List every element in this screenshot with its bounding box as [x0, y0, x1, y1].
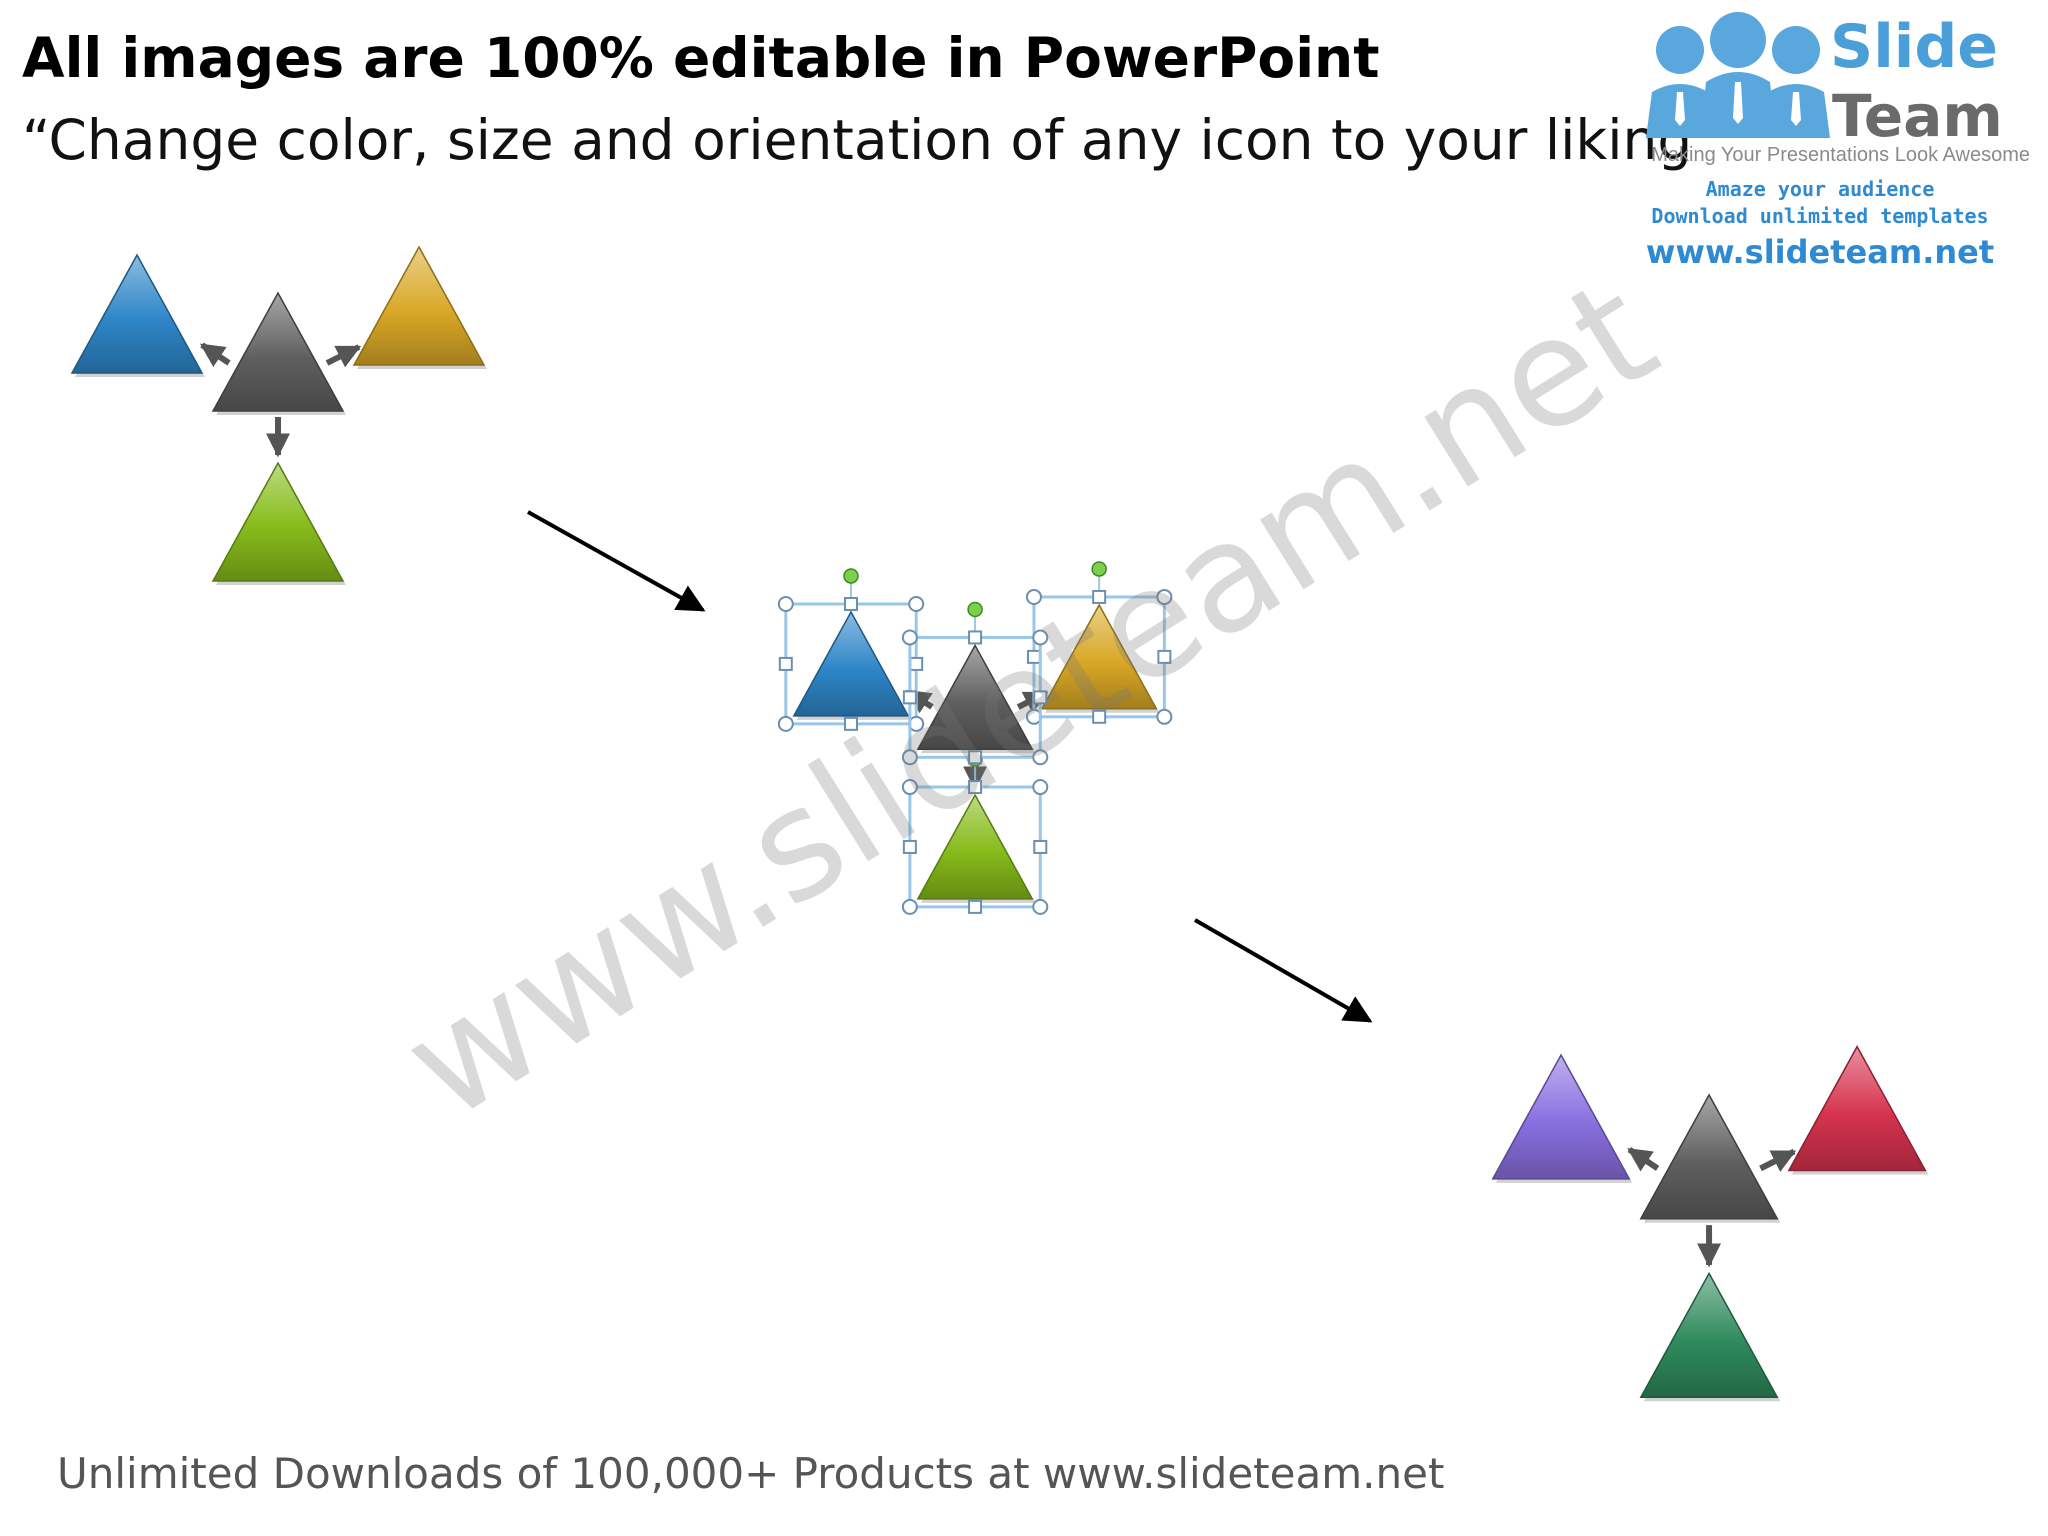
triangle-icon[interactable]: [352, 245, 487, 369]
selection-handle-icon[interactable]: [1032, 629, 1049, 646]
selection-handle-icon[interactable]: [1156, 588, 1173, 605]
triangle-icon[interactable]: [1787, 1045, 1929, 1175]
flow-arrow-icon: [1194, 918, 1373, 1023]
selection-handle-icon[interactable]: [1092, 709, 1107, 724]
selection-handle-icon[interactable]: [901, 749, 918, 766]
triangle-icon[interactable]: [1639, 1271, 1781, 1402]
selection-handle-icon[interactable]: [778, 656, 793, 671]
selection-box[interactable]: [1025, 561, 1173, 725]
triangle-group-recolored[interactable]: [1491, 1045, 1929, 1402]
triangle-icon[interactable]: [211, 461, 346, 585]
selection-handle-icon[interactable]: [1033, 690, 1048, 705]
selection-handle-icon[interactable]: [901, 779, 918, 796]
selection-handle-icon[interactable]: [902, 839, 917, 854]
selection-handle-icon[interactable]: [844, 716, 858, 731]
triangle-icon[interactable]: [916, 793, 1036, 903]
rotation-handle-icon[interactable]: [1091, 561, 1107, 577]
triangle-icon[interactable]: [211, 291, 346, 415]
selection-handle-icon[interactable]: [1156, 708, 1173, 725]
logo-promo-line1: Amaze your audience: [1705, 177, 1935, 201]
triangle-group-original[interactable]: [70, 245, 487, 585]
selection-handle-icon[interactable]: [901, 629, 918, 646]
selection-box[interactable]: [901, 601, 1049, 766]
selection-handle-icon[interactable]: [902, 690, 917, 705]
arrow-icon: [1627, 1147, 1660, 1172]
selection-handle-icon[interactable]: [1092, 589, 1107, 604]
arrow-icon: [200, 342, 231, 367]
slideteam-logo: Slide Team Making Your Presentations Loo…: [1610, 6, 2030, 271]
selection-handle-icon[interactable]: [1032, 779, 1049, 796]
selection-handle-icon[interactable]: [968, 899, 983, 914]
triangle-icon[interactable]: [1491, 1053, 1633, 1183]
selection-handle-icon[interactable]: [968, 750, 983, 765]
arrow-icon: [325, 344, 362, 368]
subtitle: “Change color, size and orientation of a…: [22, 108, 1721, 172]
logo-brand-slide: Slide: [1830, 12, 1998, 82]
selection-handle-icon[interactable]: [1032, 898, 1049, 915]
triangle-icon[interactable]: [70, 253, 205, 377]
selection-handle-icon[interactable]: [777, 715, 794, 732]
rotation-handle-icon[interactable]: [843, 568, 859, 584]
selection-handle-icon[interactable]: [1025, 588, 1042, 605]
selection-handle-icon[interactable]: [777, 596, 794, 612]
rotation-handle-icon[interactable]: [967, 601, 983, 618]
selection-handle-icon[interactable]: [901, 898, 918, 915]
selection-handle-icon[interactable]: [968, 780, 983, 795]
people-icon: [1646, 12, 1830, 138]
triangle-icon[interactable]: [916, 643, 1036, 754]
flow-arrow-icon: [527, 510, 706, 612]
footer-text: Unlimited Downloads of 100,000+ Products…: [57, 1449, 1445, 1498]
selection-box[interactable]: [777, 568, 925, 732]
triangle-icon[interactable]: [792, 610, 912, 720]
selection-handle-icon[interactable]: [844, 597, 858, 611]
selection-handle-icon[interactable]: [908, 596, 925, 612]
selection-handle-icon[interactable]: [1032, 749, 1049, 766]
logo-url[interactable]: www.slideteam.net: [1645, 233, 1995, 271]
selection-handle-icon[interactable]: [968, 630, 983, 645]
headline: All images are 100% editable in PowerPoi…: [22, 26, 1380, 90]
triangle-icon[interactable]: [1639, 1093, 1781, 1223]
selection-handle-icon[interactable]: [1033, 839, 1048, 854]
logo-brand-team: Team: [1832, 82, 2003, 150]
logo-tagline: Making Your Presentations Look Awesome: [1651, 144, 2030, 166]
selection-handle-icon[interactable]: [1157, 649, 1172, 664]
triangle-group-selected[interactable]: [777, 561, 1173, 915]
triangle-icon[interactable]: [1040, 603, 1160, 713]
arrow-icon: [1759, 1148, 1797, 1172]
logo-promo-line2: Download unlimited templates: [1651, 204, 1989, 228]
